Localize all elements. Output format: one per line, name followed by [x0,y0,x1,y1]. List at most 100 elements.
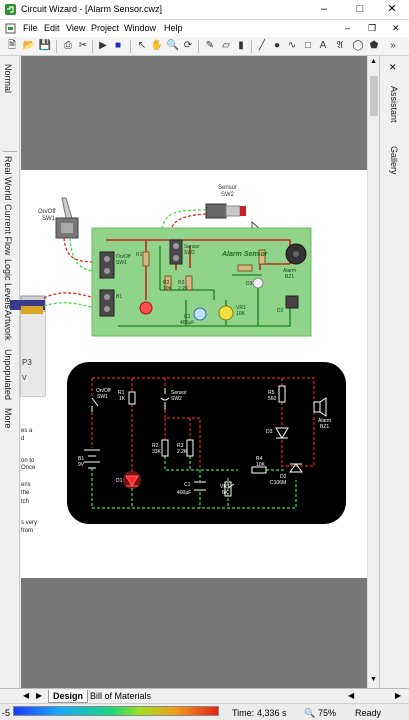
sensor-switch[interactable] [205,203,246,219]
ellipse-tool-icon[interactable]: ◯ [352,40,364,51]
zoom-icon[interactable]: 🔍 [304,708,316,718]
document-tab-strip: ◀ ▶ Design Bill of Materials ◀ ▶ [0,688,409,703]
menu-bar: File Edit View Project Window Help – ❐ ✕ [0,20,409,37]
tab-more[interactable]: More [3,408,13,429]
tab-scroll-left-icon[interactable]: ◀ [23,691,30,700]
panel-close-icon[interactable]: ✕ [389,62,397,72]
led-d1[interactable] [139,301,153,315]
probe-icon[interactable]: ✎ [205,40,215,51]
document-icon [5,23,16,34]
tab-assistant[interactable]: Assistant [389,86,399,123]
mdi-restore-button[interactable]: ❐ [368,23,377,33]
graph-icon[interactable]: ▱ [222,40,230,51]
pcb-board[interactable] [91,227,312,337]
close-button[interactable]: ✕ [387,3,397,15]
capacitor-c1[interactable] [193,307,207,321]
pcb-buzzer-ref: BZ1 [285,274,294,280]
scrollbar-thumb[interactable] [370,76,378,116]
tab-gallery[interactable]: Gallery [389,146,399,175]
menu-file[interactable]: File [23,23,38,33]
rotate-icon[interactable]: ⟳ [183,40,193,51]
resistor-r4[interactable] [237,264,253,272]
save-icon[interactable]: 💾 [38,40,52,51]
sch-r5-symbol [278,385,286,403]
tab-artwork[interactable]: Artwork [3,310,13,341]
sch-d1-led [123,471,141,489]
sch-d2-value: C106M [270,480,286,486]
resistor-r3[interactable] [185,275,193,291]
circle-tool-icon[interactable]: ● [273,40,281,51]
print-icon[interactable]: ⎙ [64,40,72,51]
tab-logic-levels[interactable]: Logic Levels [3,259,13,310]
pcb-d2-label: D2 [277,308,284,314]
tab-design[interactable]: Design [48,690,89,703]
mdi-minimize-button[interactable]: – [345,23,351,33]
open-folder-icon[interactable]: 📂 [22,40,36,51]
sch-d2-label: D2 [280,474,287,480]
toolbar-separator [130,40,131,53]
onoff-switch[interactable] [55,197,79,239]
zoom-level: 75% [318,708,337,718]
time-label: Time: [232,708,255,718]
stop-icon[interactable]: ■ [114,40,122,51]
menu-view[interactable]: View [66,23,86,33]
hand-icon[interactable]: ✋ [150,40,164,51]
tab-current-flow[interactable]: Current Flow [3,204,13,256]
scroll-up-icon[interactable]: ▲ [370,58,377,65]
sch-sw2-ref: SW2 [171,396,182,402]
sch-r3-value: 2.2K [177,449,188,455]
view-mode-tabs: Normal Real World Current Flow Logic Lev… [0,56,20,688]
preset-vr1[interactable] [218,305,234,321]
battery-image[interactable]: P3 V [10,295,46,397]
resistor-r2[interactable] [164,275,172,291]
resistor-r5[interactable] [258,249,266,265]
menu-project[interactable]: Project [91,23,120,33]
maximize-button[interactable]: □ [356,3,364,15]
rectangle-tool-icon[interactable]: □ [304,40,312,51]
sch-r3-label: R3 [177,443,184,449]
sch-vr1-label: VR1 [220,484,230,490]
sch-c1-symbol [194,481,206,491]
pcb-r3-value: 2.2K [178,286,189,292]
sw2-ref-label: SW2 [221,192,235,198]
mdi-close-button[interactable]: ✕ [392,23,400,33]
text-style-icon[interactable]: 𝔄 [336,40,344,51]
wave-tool-icon[interactable]: ∿ [287,40,297,51]
menu-window[interactable]: Window [124,23,157,33]
hscroll-right-icon[interactable]: ▶ [395,691,402,700]
toolbar-overflow-icon[interactable]: » [390,40,396,51]
menu-edit[interactable]: Edit [44,23,60,33]
line-tool-icon[interactable]: ╱ [258,40,266,51]
bar-chart-icon[interactable]: ▮ [238,40,244,51]
tab-scroll-right-icon[interactable]: ▶ [36,691,43,700]
vertical-scrollbar[interactable]: ▲ ▼ [367,56,379,688]
sch-sw1-symbol [91,397,99,412]
led-d3[interactable] [252,277,264,289]
scroll-down-icon[interactable]: ▼ [370,676,377,683]
sch-r4-label: R4 [256,456,263,462]
thyristor-d2[interactable] [285,295,299,309]
zoom-icon[interactable]: 🔍 [166,40,180,51]
schematic-panel[interactable]: On/Off SW1 R1 1K Sensor SW2 R5 560 Alarm… [67,362,346,524]
cut-icon[interactable]: ✂ [78,40,88,51]
sch-d3-symbol [275,427,289,439]
resistor-r1[interactable] [142,251,150,267]
sch-d2-symbol [289,463,303,473]
minimize-button[interactable]: – [320,3,328,15]
tab-bill-of-materials[interactable]: Bill of Materials [90,691,152,701]
pcb-sensor-label: Sensor [184,244,200,250]
sch-buzzer-symbol [313,397,327,417]
tab-unpopulated[interactable]: Unpopulated [3,349,13,401]
menu-help[interactable]: Help [164,23,183,33]
polygon-tool-icon[interactable]: ⬟ [369,40,379,51]
new-file-icon[interactable]: 🗎 [7,40,17,51]
run-icon[interactable]: ▶ [99,40,107,51]
cut-text-line: from [21,528,33,534]
tab-real-world[interactable]: Real World [3,156,13,201]
pointer-icon[interactable]: ↖ [137,40,147,51]
hscroll-left-icon[interactable]: ◀ [348,691,355,700]
sch-vr1-symbol [224,481,232,497]
probe-min-label: -5 [2,708,11,718]
text-tool-icon[interactable]: A [319,40,327,51]
tab-normal[interactable]: Normal [3,64,13,94]
